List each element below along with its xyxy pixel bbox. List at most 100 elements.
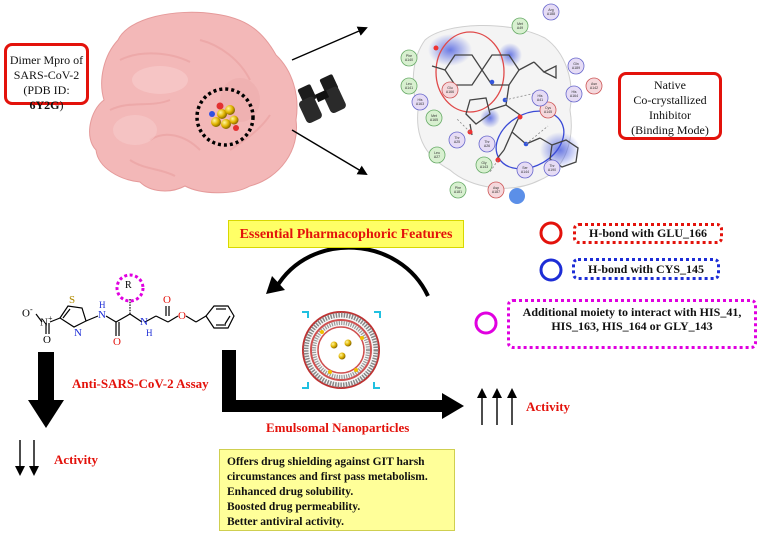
residue-label: A25 <box>454 140 460 144</box>
residue-label: A164 <box>570 94 578 98</box>
assay-label: Anti-SARS-CoV-2 Assay <box>72 376 209 391</box>
residue-label: Leu <box>434 151 440 155</box>
legend-glu: H-bond with GLU_166 <box>573 223 723 244</box>
protein-surface <box>89 11 298 194</box>
r-group-circle <box>115 273 145 303</box>
residue-label: Arg <box>548 8 554 12</box>
residue-label: Met <box>517 22 523 26</box>
atom-h2: H <box>146 328 153 338</box>
residue-label: Thr <box>549 164 555 168</box>
residue-label: A143 <box>480 165 488 169</box>
benefit-item: Better antiviral activity. <box>227 516 344 528</box>
arrow-to-binding-mode-top <box>291 26 368 61</box>
legend-his-line1: Additional moiety to interact with HIS_4… <box>522 305 742 319</box>
curved-arrow <box>274 245 430 297</box>
legend-circle-cys <box>539 258 563 282</box>
native-box-line4: (Binding Mode) <box>631 123 709 137</box>
atom-n-plus: N+ <box>40 314 53 329</box>
emulsomal-arrow-horizontal <box>222 400 444 412</box>
atom-h1: H <box>99 300 106 310</box>
legend-cys: H-bond with CYS_145 <box>572 258 720 280</box>
atom-n1: N <box>98 309 106 321</box>
residue-label: Thr <box>454 136 460 140</box>
residue-label: Thr <box>484 140 490 144</box>
emulsomal-label: Emulsomal Nanoparticles <box>266 420 410 435</box>
residue-label: His <box>417 98 422 102</box>
atom-s: S <box>69 294 76 306</box>
residue-label: Gln <box>573 62 579 66</box>
emulsomal-arrow-head <box>442 393 464 419</box>
residue-label: A165 <box>430 118 438 122</box>
solvent-blob-icon <box>509 188 525 204</box>
residue-label: A142 <box>590 86 598 90</box>
activity-up-label: Activity <box>526 399 571 414</box>
binding-site-circle <box>195 87 255 147</box>
assay-arrow-head <box>28 400 64 428</box>
legend-his-line2: HIS_163, HIS_164 or GLY_143 <box>551 319 713 333</box>
legend-circle-glu <box>539 221 563 245</box>
atom-o-amide: O <box>113 336 121 348</box>
residue-label: A26 <box>484 144 490 148</box>
residue-label: A145 <box>544 110 552 114</box>
protein-box: Dimer Mpro of SARS-CoV-2 (PDB ID: 6Y2G) <box>4 43 89 112</box>
residue-label: A141 <box>405 86 413 90</box>
legend-circle-his <box>474 311 498 335</box>
residue-label: Asn <box>591 82 597 86</box>
residue-label: A189 <box>572 66 580 70</box>
residue-label: His <box>537 94 542 98</box>
protein-box-line2: SARS-CoV-2 <box>13 68 80 82</box>
native-box-line2: Co-crystallized <box>633 93 707 107</box>
residue-label: Phe <box>406 54 412 58</box>
binding-mode-map <box>412 25 580 189</box>
benefit-item: Offers drug shielding against GIT harsh <box>227 456 425 468</box>
benefits-box: Offers drug shielding against GIT harsh … <box>219 449 455 531</box>
residue-label: A187 <box>492 190 500 194</box>
protein-box-line3: (PDB ID: 6Y2G) <box>23 83 70 112</box>
residue-label: A140 <box>405 58 413 62</box>
residue-label: A190 <box>548 168 556 172</box>
residue-label: A41 <box>537 98 543 102</box>
pharmacophore-title: Essential Pharmacophoric Features <box>228 220 464 248</box>
native-inhibitor-box: Native Co-crystallized Inhibitor (Bindin… <box>618 72 722 140</box>
benefit-item: Enhanced drug solubility. <box>227 486 354 498</box>
residue-label: A163 <box>416 102 424 106</box>
residue-label: A188 <box>547 12 555 16</box>
residue-label: Ser <box>522 166 528 170</box>
residue-label: Glu <box>447 86 453 90</box>
assay-arrow-shaft <box>38 352 54 400</box>
atom-o-ester: O <box>178 310 186 322</box>
atom-n2: N <box>140 316 148 328</box>
residue-label: A181 <box>454 190 462 194</box>
residue-layer: MetA49ArgA188PheA140LeuA141GlnA189AsnA14… <box>400 3 603 204</box>
binoculars-icon <box>297 74 346 123</box>
atom-o-nitro: O <box>43 334 51 346</box>
residue-label: Phe <box>455 186 461 190</box>
protein-box-line1: Dimer Mpro of <box>9 53 84 67</box>
native-box-line1: Native <box>654 78 686 92</box>
lead-molecule <box>35 298 235 336</box>
atom-o-carbamate: O <box>163 294 171 306</box>
arrow-to-binding-mode-bottom <box>291 129 368 176</box>
bound-ligand-icon <box>209 102 239 131</box>
residue-label: Leu <box>406 82 412 86</box>
residue-label: A49 <box>517 26 523 30</box>
residue-label: Met <box>431 114 437 118</box>
residue-label: Asp <box>493 186 499 190</box>
